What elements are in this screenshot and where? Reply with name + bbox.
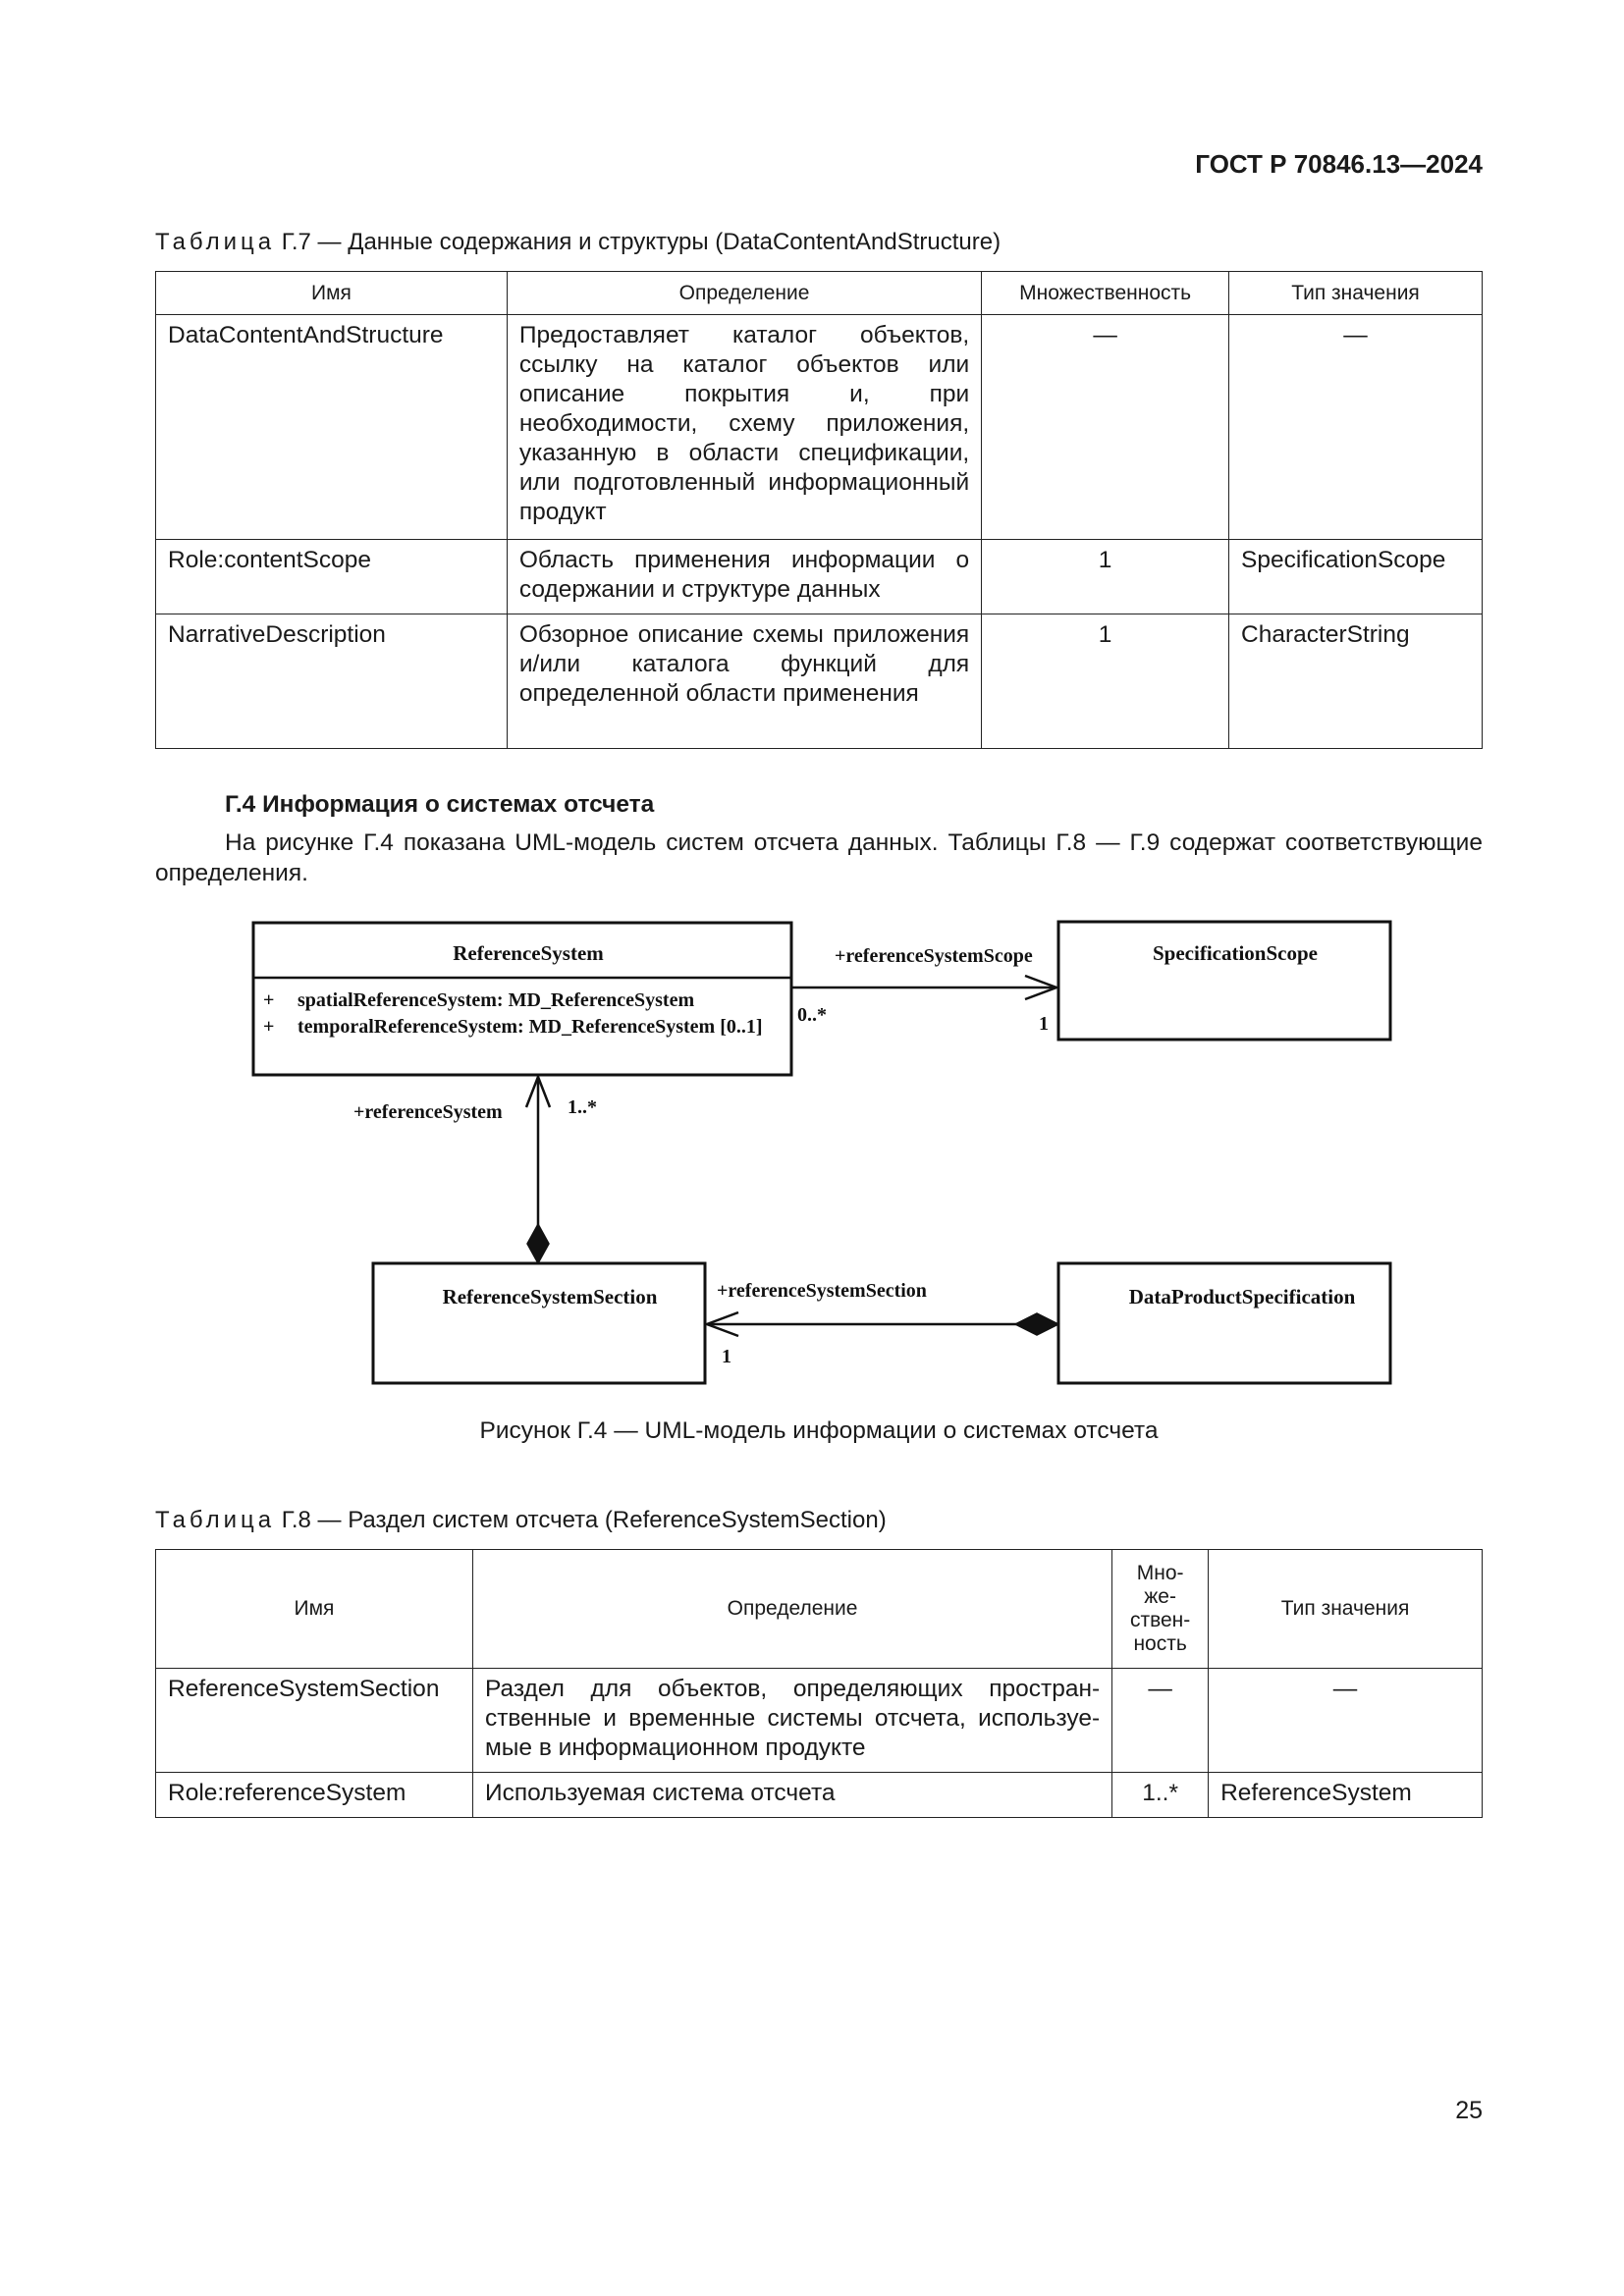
attr-visibility: + [263, 1016, 274, 1038]
class-name-specification-scope: SpecificationScope [1153, 941, 1318, 965]
table8-header-row: Имя Определение Мно- же- ствен- ность Ти… [155, 1549, 1483, 1669]
table8-caption-text: Г.8 — Раздел систем отсчета (ReferenceSy… [275, 1507, 887, 1533]
section-paragraph: На рисунке Г.4 показана UML-модель систе… [155, 829, 1483, 886]
attr-visibility: + [263, 989, 274, 1011]
table8: Имя Определение Мно- же- ствен- ность Ти… [155, 1549, 1483, 1818]
table-cell-multiplicity: — [1111, 1668, 1210, 1773]
table-row: ReferenceSystemSection Раздел для объект… [155, 1668, 1483, 1773]
table-cell-multiplicity: 1 [981, 539, 1230, 614]
table-cell-definition: Обзорное описание схемы приложения и/или… [506, 614, 983, 749]
class-attribute: temporalReferenceSystem: MD_ReferenceSys… [298, 1016, 763, 1038]
multiplicity-label: 1 [722, 1346, 731, 1367]
class-box-reference-system [251, 921, 793, 1077]
table-cell-definition: Раздел для объектов, определяющих простр… [471, 1668, 1113, 1773]
class-name-data-product-specification: DataProductSpecification [1129, 1285, 1356, 1308]
multiplicity-label: 1 [1039, 1013, 1049, 1035]
document-id: ГОСТ Р 70846.13—2024 [1195, 149, 1483, 179]
table7-caption-prefix: Таблица [155, 229, 276, 255]
table7: Имя Определение Множественность Тип знач… [155, 271, 1483, 749]
table8-header-name: Имя [155, 1549, 473, 1669]
table8-header-multiplicity: Мно- же- ствен- ность [1111, 1549, 1210, 1669]
class-name-reference-system-section: ReferenceSystemSection [443, 1285, 658, 1308]
multiplicity-label: 1..* [568, 1096, 597, 1118]
uml-diagram: ReferenceSystem + spatialReferenceSystem… [251, 920, 1392, 1385]
table8-header-type: Тип значения [1208, 1549, 1483, 1669]
table-cell-name: Role:contentScope [155, 539, 508, 614]
class-attribute: spatialReferenceSystem: MD_ReferenceSyst… [298, 989, 694, 1011]
table-cell-type: ReferenceSystem [1208, 1772, 1483, 1818]
table8-caption-prefix: Таблица [155, 1507, 276, 1533]
page-number: 25 [1455, 2097, 1483, 2124]
composition-diamond [526, 1222, 550, 1265]
multiplicity-label: 0..* [797, 1004, 827, 1026]
table-cell-multiplicity: 1..* [1111, 1772, 1210, 1818]
table7-caption-text: Г.7 — Данные содержания и структуры (Dat… [275, 229, 1001, 255]
table-row: NarrativeDescription Обзорное описание с… [155, 614, 1483, 749]
table-row: DataContentAndStructure Предоставляет ка… [155, 314, 1483, 540]
table-cell-definition: Предоставляет каталог объектов, ссылку н… [506, 314, 983, 540]
figure-caption: Рисунок Г.4 — UML-модель информации о си… [479, 1417, 1159, 1444]
class-box-data-product-specification [1056, 1261, 1392, 1385]
arrowhead-open [1024, 974, 1060, 1001]
table7-header-row: Имя Определение Множественность Тип знач… [155, 271, 1483, 315]
class-box-specification-scope [1056, 920, 1392, 1041]
table-row: Role:contentScope Область применения инф… [155, 539, 1483, 614]
table7-header-type: Тип значения [1228, 271, 1483, 315]
class-name-reference-system: ReferenceSystem [453, 941, 604, 965]
arrowhead-open [703, 1310, 739, 1338]
role-label-section: +referenceSystemSection [717, 1280, 927, 1302]
table-cell-type: — [1208, 1668, 1483, 1773]
table7-caption: Таблица Г.7 — Данные содержания и структ… [155, 229, 1001, 256]
table7-header-definition: Определение [506, 271, 983, 315]
class-box-reference-system-section [371, 1261, 707, 1385]
table-cell-multiplicity: — [981, 314, 1230, 540]
table-cell-name: NarrativeDescription [155, 614, 508, 749]
section-heading: Г.4 Информация о системах отсчета [225, 791, 655, 818]
table-cell-name: Role:referenceSystem [155, 1772, 473, 1818]
table-cell-type: — [1228, 314, 1483, 540]
role-label-scope: +referenceSystemScope [835, 945, 1033, 967]
table7-header-name: Имя [155, 271, 508, 315]
table-cell-type: CharacterString [1228, 614, 1483, 749]
table-cell-name: ReferenceSystemSection [155, 1668, 473, 1773]
table-cell-definition: Используемая система отсчета [471, 1772, 1113, 1818]
role-label-reference-system: +referenceSystem [353, 1101, 503, 1123]
composition-diamond [1013, 1312, 1060, 1336]
table8-header-definition: Определение [471, 1549, 1113, 1669]
table-row: Role:referenceSystem Используемая систем… [155, 1772, 1483, 1818]
table-cell-definition: Область применения информации о содержан… [506, 539, 983, 614]
table-cell-type: SpecificationScope [1228, 539, 1483, 614]
table-cell-name: DataContentAndStructure [155, 314, 508, 540]
table8-caption: Таблица Г.8 — Раздел систем отсчета (Ref… [155, 1507, 887, 1534]
arrowhead-open [524, 1073, 552, 1108]
